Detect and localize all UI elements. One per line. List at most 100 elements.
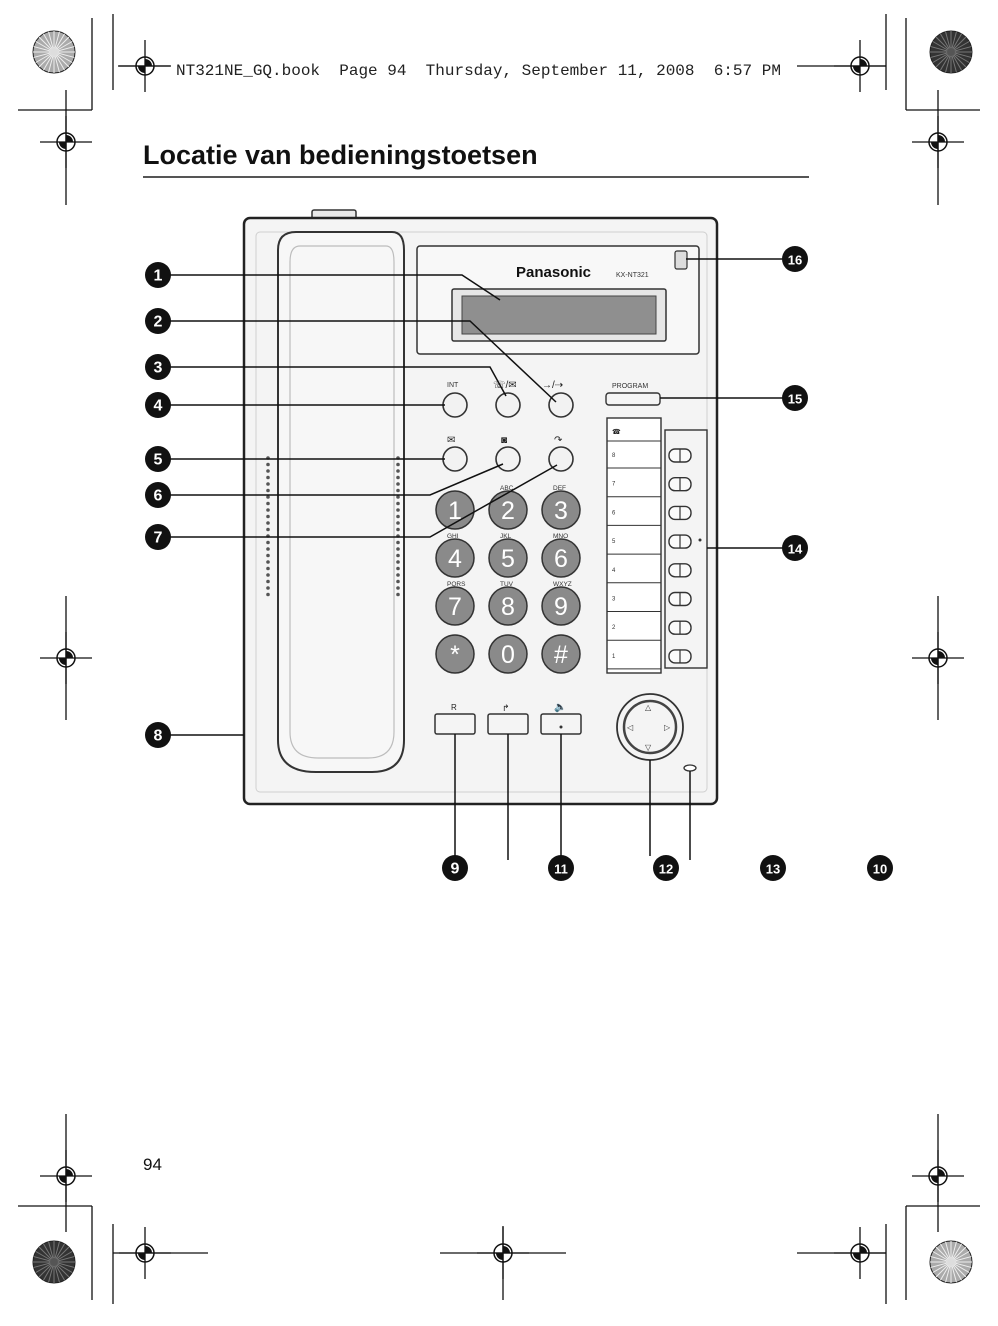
title-rule (143, 176, 809, 178)
page-ref: Page 94 (339, 62, 407, 80)
svg-text:8: 8 (154, 728, 163, 745)
sp-phone-button (540, 713, 582, 735)
keypad-key-2: 2 ABC (488, 485, 528, 530)
hold-button (495, 446, 521, 472)
conference-icon: ☏/✉ (493, 380, 517, 391)
line-key-label: 7 (612, 482, 616, 488)
color-wheel-icon (929, 30, 973, 74)
svg-text:7: 7 (154, 530, 163, 547)
callout-7: 7 (145, 524, 171, 550)
keypad-digit: 2 (501, 497, 515, 525)
svg-text:13: 13 (766, 862, 780, 877)
callout-5: 5 (145, 446, 171, 472)
callout-3: 3 (145, 354, 171, 380)
callout-14: 14 (782, 535, 808, 561)
keypad-letters: JKL (500, 533, 512, 540)
svg-text:☎: ☎ (612, 428, 621, 436)
keypad-digit: 9 (554, 593, 568, 621)
line-key-8: 8 (607, 448, 692, 469)
speaker-icon: 🔈 (554, 702, 566, 713)
callout-2: 2 (145, 308, 171, 334)
svg-text:12: 12 (659, 862, 673, 877)
navigator-inner (622, 699, 678, 755)
line-key-5: 5 (607, 534, 692, 555)
book-file: NT321NE_GQ.book (176, 62, 321, 80)
svg-text:16: 16 (788, 253, 802, 268)
print-datetime: Thursday, September 11, 2008 6:57 PM (425, 62, 781, 80)
int-label: INT (447, 382, 459, 389)
svg-text:▷: ▷ (664, 723, 671, 732)
svg-text:9: 9 (451, 861, 460, 878)
callout-16: 16 (782, 246, 808, 272)
line-key-3: 3 (607, 591, 692, 612)
callout-8: 8 (145, 722, 171, 748)
line-key-6: 6 (607, 505, 692, 526)
svg-text:5: 5 (154, 452, 163, 469)
svg-text:15: 15 (788, 392, 802, 407)
keypad-letters: ABC (500, 485, 514, 492)
label-card (606, 417, 662, 674)
program-button (605, 392, 661, 406)
keypad-letters: WXYZ (553, 581, 572, 588)
color-wheel-icon (929, 1240, 973, 1284)
keypad-letters: DEF (553, 485, 566, 492)
line-key-label: 3 (612, 597, 616, 603)
keypad-digit: 7 (448, 593, 462, 621)
callout-9: 9 (442, 855, 468, 881)
keypad-key-9: 9 WXYZ (541, 581, 581, 626)
keypad-digit: 1 (448, 497, 462, 525)
callout-10: 10 (867, 855, 893, 881)
line-key-4: 4 (607, 563, 692, 584)
r-flash-button (434, 713, 476, 735)
leader-lines (170, 258, 783, 860)
color-wheel-icon (32, 1240, 76, 1284)
line-key-7: 7 (607, 477, 692, 498)
sp-phone-led (559, 725, 563, 729)
line-key-1: 1 (607, 649, 692, 670)
callout-6: 6 (145, 482, 171, 508)
keypad-key-star: * (435, 634, 475, 674)
handset (277, 231, 405, 773)
page-title: Locatie van bedieningstoetsen (143, 140, 538, 170)
redial-button (548, 446, 574, 472)
conference-message-button (495, 392, 521, 418)
svg-text:6: 6 (154, 488, 163, 505)
keypad-letters: GHI (447, 533, 459, 540)
program-label: PROGRAM (612, 383, 648, 390)
svg-text:3: 3 (154, 360, 163, 377)
keypad-letters: MNO (553, 533, 568, 540)
message-icon: ✉ (447, 435, 455, 446)
keypad-key-0: 0 (488, 634, 528, 674)
callout-11: 11 (548, 855, 574, 881)
lcd-screen (461, 295, 657, 335)
forward-icon: →/⇢ (542, 380, 563, 391)
svg-text:10: 10 (873, 862, 887, 877)
svg-text:▽: ▽ (645, 743, 652, 752)
svg-text:1: 1 (154, 268, 163, 285)
transfer-forward-button (548, 392, 574, 418)
model-label: KX-NT321 (616, 272, 649, 279)
line-key-label: 6 (612, 510, 616, 516)
keypad-digit: 8 (501, 593, 515, 621)
microphone (683, 764, 697, 772)
line-key-label: 5 (612, 539, 616, 545)
brand-logo: Panasonic (516, 264, 591, 281)
color-wheel-icon (32, 30, 76, 74)
line-keys: ☎ 8 7 6 5 4 3 2 1 (607, 428, 702, 670)
keypad-key-1: 1 (435, 490, 475, 530)
keypad-digit: * (450, 641, 460, 669)
svg-text:11: 11 (554, 862, 568, 877)
redial-icon: ↷ (554, 435, 563, 446)
keypad-digit: 3 (554, 497, 568, 525)
callout-4: 4 (145, 392, 171, 418)
svg-text:2: 2 (154, 314, 163, 331)
svg-text:14: 14 (788, 542, 803, 557)
keypad-key-3: 3 DEF (541, 485, 581, 530)
line-key-label: 2 (612, 625, 616, 631)
int-button (442, 392, 468, 418)
page-number: 94 (143, 1155, 162, 1174)
